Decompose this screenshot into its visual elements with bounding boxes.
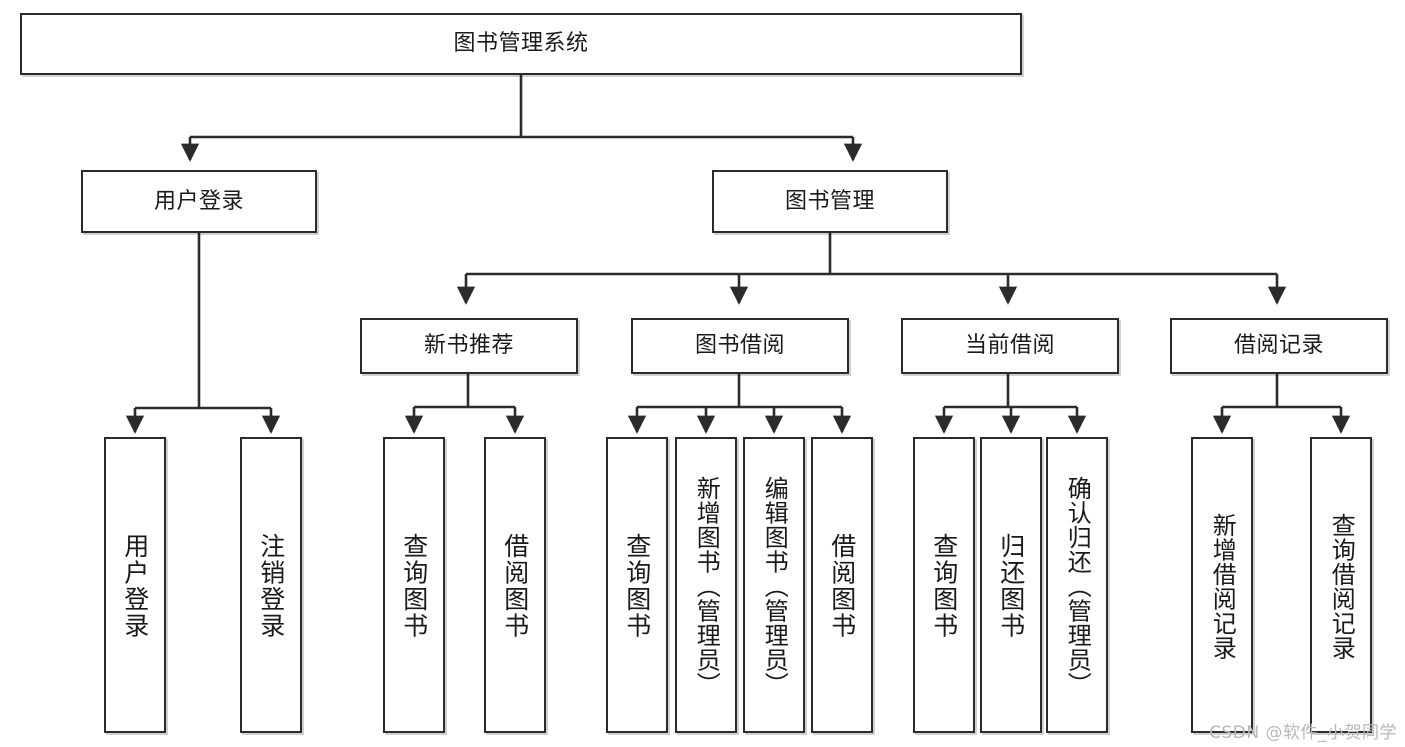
node-leaf-add-record-label: 新增借阅记录 xyxy=(1208,512,1237,660)
node-leaf-user-login-label: 用户登录 xyxy=(120,533,150,639)
node-borrow-record-label: 借阅记录 xyxy=(1233,333,1324,359)
node-leaf-edit-book[interactable]: 编辑图书（管理员） xyxy=(743,437,805,733)
node-book-manage-label: 图书管理 xyxy=(784,188,875,214)
node-leaf-query-book-1-label: 查询图书 xyxy=(399,533,429,639)
watermark: CSDN @软件_小贺同学 xyxy=(1209,723,1397,743)
node-book-manage[interactable]: 图书管理 xyxy=(712,170,948,233)
node-leaf-query-book-3[interactable]: 查询图书 xyxy=(913,437,975,733)
node-leaf-query-book-1[interactable]: 查询图书 xyxy=(383,437,445,733)
node-leaf-query-record[interactable]: 查询借阅记录 xyxy=(1310,437,1372,733)
node-leaf-logout-label: 注销登录 xyxy=(256,533,286,639)
node-leaf-return-book[interactable]: 归还图书 xyxy=(980,437,1042,733)
node-leaf-borrow-book-2[interactable]: 借阅图书 xyxy=(811,437,873,733)
node-leaf-return-book-label: 归还图书 xyxy=(996,533,1026,639)
node-new-book-rec-label: 新书推荐 xyxy=(423,333,514,359)
node-borrow-record[interactable]: 借阅记录 xyxy=(1170,318,1388,374)
node-leaf-query-record-label: 查询借阅记录 xyxy=(1327,512,1356,660)
node-leaf-edit-book-label: 编辑图书（管理员） xyxy=(760,475,789,697)
node-book-borrow-label: 图书借阅 xyxy=(694,333,785,359)
node-current-borrow-label: 当前借阅 xyxy=(964,333,1055,359)
node-leaf-confirm-return[interactable]: 确认归还（管理员） xyxy=(1046,437,1108,733)
node-leaf-confirm-return-label: 确认归还（管理员） xyxy=(1063,475,1092,697)
node-user-login[interactable]: 用户登录 xyxy=(81,170,317,233)
node-leaf-add-book-label: 新增图书（管理员） xyxy=(692,475,721,697)
node-new-book-rec[interactable]: 新书推荐 xyxy=(360,318,578,374)
node-current-borrow[interactable]: 当前借阅 xyxy=(901,318,1119,374)
node-leaf-query-book-2[interactable]: 查询图书 xyxy=(606,437,668,733)
node-leaf-logout[interactable]: 注销登录 xyxy=(240,437,302,733)
node-leaf-user-login[interactable]: 用户登录 xyxy=(104,437,166,733)
node-leaf-borrow-book-1-label: 借阅图书 xyxy=(500,533,530,639)
node-leaf-add-record[interactable]: 新增借阅记录 xyxy=(1191,437,1253,733)
node-book-borrow[interactable]: 图书借阅 xyxy=(631,318,849,374)
node-leaf-add-book[interactable]: 新增图书（管理员） xyxy=(675,437,737,733)
node-leaf-borrow-book-2-label: 借阅图书 xyxy=(827,533,857,639)
node-root[interactable]: 图书管理系统 xyxy=(20,13,1022,75)
node-root-label: 图书管理系统 xyxy=(453,31,589,57)
node-user-login-label: 用户登录 xyxy=(153,188,244,214)
node-leaf-query-book-2-label: 查询图书 xyxy=(622,533,652,639)
node-leaf-query-book-3-label: 查询图书 xyxy=(929,533,959,639)
node-leaf-borrow-book-1[interactable]: 借阅图书 xyxy=(484,437,546,733)
